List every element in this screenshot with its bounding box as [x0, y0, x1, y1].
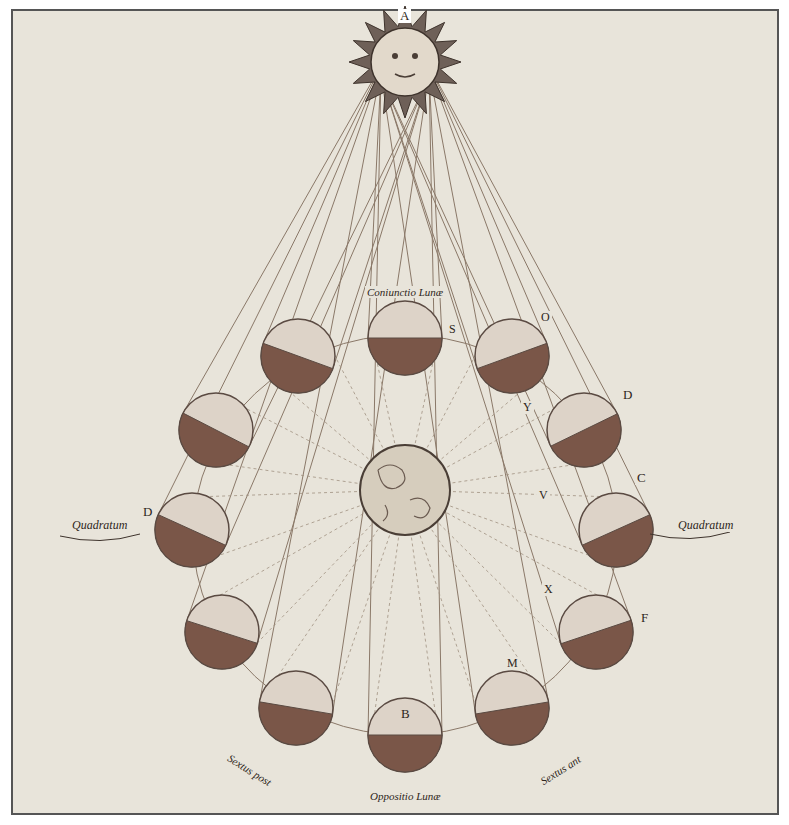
- moon-lit: [579, 493, 653, 567]
- plate-label: S: [447, 323, 458, 336]
- sunlight-ray: [263, 64, 382, 344]
- moon-dark-half: [179, 413, 249, 467]
- moon-lit: [261, 319, 335, 393]
- sun-eye: [392, 53, 398, 59]
- moon-lit: [179, 393, 253, 467]
- sunlight-ray: [368, 72, 381, 735]
- sun-mouth: [395, 74, 415, 77]
- earth-globe: [360, 445, 450, 535]
- sunlight-ray: [428, 64, 547, 344]
- moon-dark-half: [368, 338, 442, 375]
- sun-face: [371, 28, 439, 96]
- moon-lit: [259, 671, 333, 745]
- quadratum-flourish: [650, 532, 730, 539]
- moon-dark-half: [551, 414, 621, 467]
- sunlight-ray: [429, 72, 442, 735]
- plate-label: A: [398, 9, 411, 23]
- sunlight-ray: [368, 72, 381, 338]
- moon-lit: [547, 393, 621, 467]
- sunlight-ray: [183, 61, 384, 413]
- earth-land: [378, 465, 430, 521]
- sunlight-ray: [158, 62, 383, 515]
- plate-label: C: [635, 471, 648, 485]
- sunlight-ray: [427, 62, 618, 414]
- plate-label: Y: [521, 401, 534, 414]
- moon-dark-half: [155, 515, 226, 567]
- sunlight-ray: [381, 76, 475, 714]
- moon-lit: [559, 595, 633, 669]
- plate-label: D: [621, 388, 634, 402]
- moon-lit: [475, 671, 549, 745]
- moon-dark-half: [475, 702, 548, 745]
- moon-dark-half: [259, 702, 332, 745]
- sunlight-ray: [427, 62, 650, 515]
- plate-label: Quadratum: [70, 519, 129, 532]
- sun-rays: [349, 6, 461, 118]
- plate-frame: [12, 10, 778, 814]
- moon-dark-half: [582, 515, 653, 567]
- plate-label: D: [141, 505, 154, 519]
- plate-label: M: [505, 657, 520, 670]
- moon-lit: [185, 595, 259, 669]
- sunlight-ray: [260, 68, 382, 702]
- plate-label: Oppositio Lunæ: [368, 790, 443, 802]
- moon-lit: [368, 301, 442, 375]
- plate-label: O: [539, 311, 552, 324]
- moon-lit: [368, 698, 442, 772]
- plate-label: Quadratum: [676, 519, 735, 532]
- moon-dark-half: [477, 343, 549, 393]
- plate-label: V: [537, 489, 550, 502]
- sunlight-ray: [332, 76, 428, 714]
- quadratum-flourish: [60, 534, 140, 541]
- plate-label: B: [399, 707, 412, 721]
- sunlight-ray: [429, 68, 549, 702]
- lunar-orbit: [193, 335, 617, 735]
- moon-dark-half: [561, 620, 633, 669]
- moon-dark-half: [185, 621, 257, 669]
- plate-label: X: [542, 583, 555, 596]
- moon-dark-half: [368, 735, 442, 772]
- plate-label: Coniunctio Lunæ: [365, 286, 445, 298]
- sun-eye: [412, 53, 418, 59]
- illustration-group: [60, 6, 730, 772]
- moon-dark-half: [261, 343, 333, 393]
- moon-lit: [475, 319, 549, 393]
- plate-label: F: [639, 611, 650, 625]
- moon-lit: [155, 493, 229, 567]
